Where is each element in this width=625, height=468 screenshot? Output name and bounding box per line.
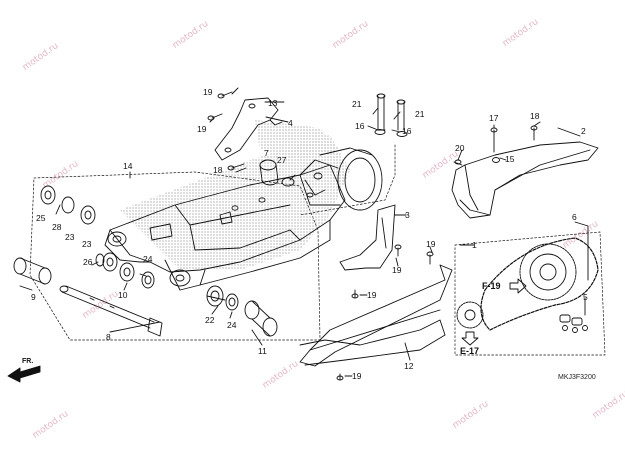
front-direction-arrow <box>7 365 41 383</box>
bearing-22 <box>206 285 226 307</box>
callout-21-right: 21 <box>415 109 425 119</box>
seal-26 <box>95 253 105 267</box>
arrow-f19 <box>509 278 527 294</box>
callout-3: 3 <box>405 210 410 220</box>
callout-16-right: 16 <box>402 126 412 136</box>
chain-cover-2 <box>451 141 599 219</box>
callout-13: 13 <box>268 98 278 108</box>
bolt-19-mid <box>207 113 223 121</box>
collar-15 <box>492 157 500 163</box>
callout-2: 2 <box>581 126 586 136</box>
callout-23-right: 23 <box>82 239 92 249</box>
pivot-housing <box>299 147 383 211</box>
reference-f19[interactable]: F-19 <box>482 281 501 291</box>
callout-11: 11 <box>258 346 267 356</box>
callout-10: 10 <box>118 290 128 300</box>
bolt-18-left <box>227 163 245 171</box>
collar-10 <box>119 262 135 282</box>
callout-19-right-b: 19 <box>426 239 436 249</box>
chain-slider-3 <box>339 204 396 271</box>
bolt-19-bottom <box>336 373 344 381</box>
callout-19-center: 19 <box>367 290 377 300</box>
callout-18-left: 18 <box>213 165 223 175</box>
callout-22: 22 <box>205 315 215 325</box>
seal-24-left <box>141 271 155 289</box>
callout-19-right-a: 19 <box>392 265 402 275</box>
callout-19-top: 19 <box>203 87 213 97</box>
callout-1: 1 <box>472 240 477 250</box>
bolt-17 <box>490 127 498 153</box>
callout-25: 25 <box>36 213 46 223</box>
bracket-shading <box>255 120 340 160</box>
seal-24-right <box>225 293 239 311</box>
bolt-19-right-a <box>394 244 402 257</box>
callout-15: 15 <box>505 154 515 164</box>
callout-24-right: 24 <box>227 320 237 330</box>
callout-26: 26 <box>83 257 93 267</box>
pivot-bolt-8 <box>59 285 163 337</box>
bearing-23-right <box>102 252 118 272</box>
callout-24-left: 24 <box>143 254 153 264</box>
callout-8: 8 <box>106 332 111 342</box>
callout-5: 5 <box>583 292 588 302</box>
rear-sprocket <box>519 243 577 301</box>
clip-20 <box>453 159 463 166</box>
callout-12: 12 <box>404 361 414 371</box>
callout-28: 28 <box>52 222 62 232</box>
callout-20: 20 <box>455 143 465 153</box>
callout-19-mid: 19 <box>197 124 207 134</box>
bolt-19-top <box>217 91 233 99</box>
front-direction-label: FR. <box>22 358 34 365</box>
bolt-19-right-b <box>426 251 434 265</box>
callout-14: 14 <box>123 161 133 171</box>
bolt-19-center <box>351 289 359 299</box>
swingarm-group-frame <box>29 171 321 341</box>
bearing-25 <box>40 185 56 205</box>
callout-6: 6 <box>572 212 577 222</box>
callout-7: 7 <box>264 148 269 158</box>
swingarm-shading <box>120 135 350 270</box>
bracket-13 <box>214 97 283 161</box>
bolt-21-right <box>396 99 406 131</box>
chain-guide-12 <box>299 264 453 367</box>
callout-19-bottom: 19 <box>352 371 362 381</box>
callout-23-left: 23 <box>65 232 75 242</box>
callout-9: 9 <box>31 292 36 302</box>
reference-e17[interactable]: E-17 <box>460 346 480 356</box>
bearing-23-left <box>80 205 96 225</box>
callout-16-left: 16 <box>355 121 365 131</box>
drive-sprocket <box>456 301 484 329</box>
collar-11 <box>244 300 278 337</box>
callout-27: 27 <box>277 155 287 165</box>
callout-21-left: 21 <box>352 99 362 109</box>
joint-kit-5 <box>559 314 588 333</box>
callout-18-right: 18 <box>530 111 540 121</box>
drive-chain-6 <box>480 237 599 331</box>
bolt-21-left <box>376 93 386 131</box>
callout-4: 4 <box>288 118 293 128</box>
drive-chain-frame <box>454 231 606 356</box>
callout-17: 17 <box>489 113 499 123</box>
collar-9 <box>13 257 52 285</box>
ring-27 <box>281 177 295 187</box>
washer-16-right <box>396 131 408 137</box>
arrow-e17 <box>461 331 479 346</box>
washer-16-left <box>374 129 386 135</box>
snap-ring-28 <box>61 196 75 214</box>
swingarm-body <box>104 164 346 291</box>
bushing-7 <box>259 159 279 186</box>
diagram-code: MKJ3F3200 <box>558 374 596 381</box>
bolt-18-right <box>530 125 538 141</box>
